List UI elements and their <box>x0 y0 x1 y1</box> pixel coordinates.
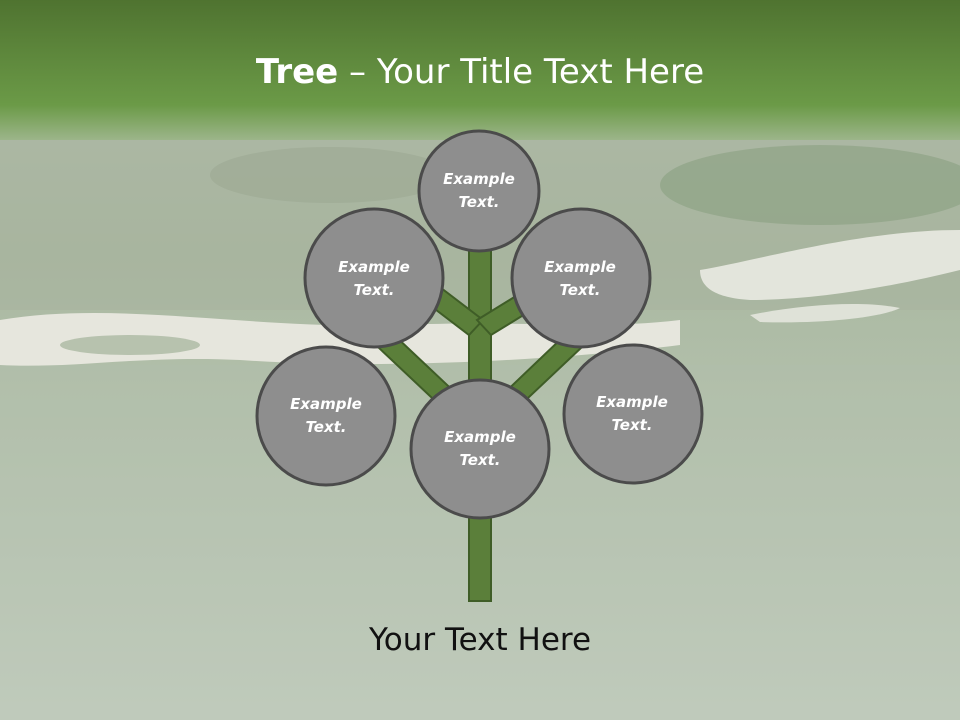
caption-text: Your Text Here <box>368 622 592 658</box>
node-lower-right <box>562 343 704 485</box>
node-lower-left-line1: Example <box>290 395 362 413</box>
node-lower-left-label: Example Text. <box>261 393 391 439</box>
title-bold: Tree <box>255 52 339 92</box>
node-top <box>417 129 541 253</box>
node-lower-left-line2: Text. <box>305 418 347 436</box>
node-upper-left <box>303 207 445 349</box>
node-upper-right <box>510 207 652 349</box>
node-top-label: Example Text. <box>414 168 544 214</box>
node-top-line1: Example <box>443 170 515 188</box>
node-lower-right-line1: Example <box>596 393 668 411</box>
node-lower-right-line2: Text. <box>611 416 653 434</box>
node-center <box>409 378 551 520</box>
node-upper-left-line2: Text. <box>353 281 395 299</box>
node-center-line2: Text. <box>459 451 501 469</box>
node-lower-left <box>255 345 397 487</box>
node-upper-right-line1: Example <box>544 258 616 276</box>
title-rest: Your Title Text Here <box>376 52 705 92</box>
node-top-line2: Text. <box>458 193 500 211</box>
node-center-line1: Example <box>444 428 516 446</box>
node-upper-right-label: Example Text. <box>515 256 645 302</box>
title-separator: – <box>338 52 377 92</box>
node-upper-left-line1: Example <box>338 258 410 276</box>
node-upper-left-label: Example Text. <box>309 256 439 302</box>
node-center-label: Example Text. <box>415 426 545 472</box>
node-lower-right-label: Example Text. <box>567 391 697 437</box>
slide-title: Tree – Your Title Text Here <box>0 52 960 92</box>
node-upper-right-line2: Text. <box>559 281 601 299</box>
